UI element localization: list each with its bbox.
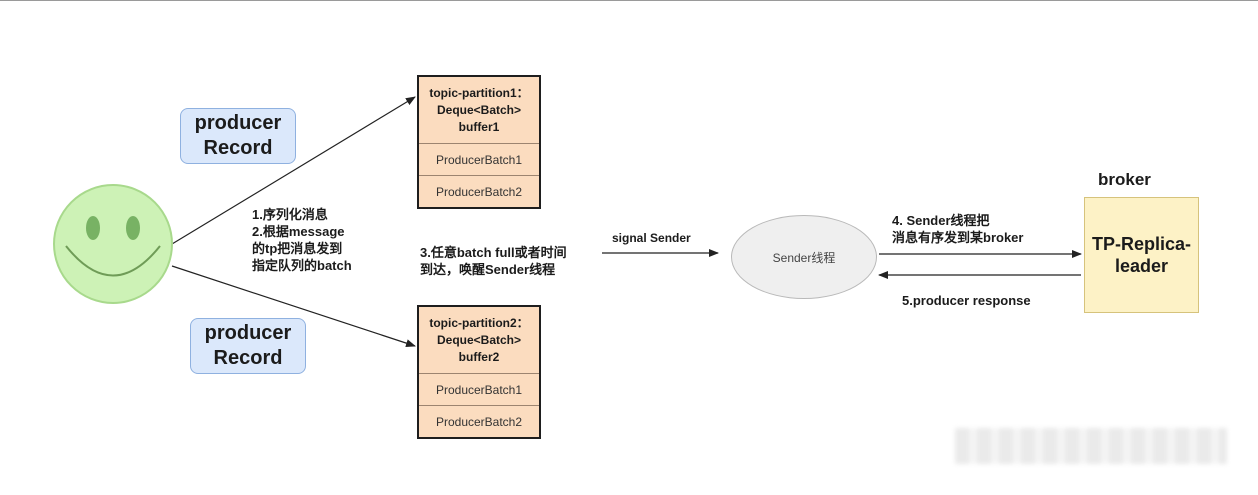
partition-deque: Deque<Batch>: [436, 102, 522, 117]
tp-replica-leader-box: TP-Replica- leader: [1084, 197, 1199, 313]
partition-buffer: buffer2: [458, 349, 500, 364]
sender-thread-node: Sender线程: [731, 215, 877, 299]
topic-partition1-box: topic-partition1： Deque<Batch> buffer1 P…: [417, 75, 541, 209]
step1-line: 2.根据message: [252, 224, 345, 239]
broker-line1: TP-Replica-: [1092, 233, 1191, 255]
producer-batch-row: ProducerBatch1: [435, 382, 523, 397]
record-label-line2: Record: [203, 137, 273, 159]
partition-title: topic-partition2：: [429, 315, 529, 330]
step5-label: 5.producer response: [902, 293, 1031, 308]
sender-thread-label: Sender线程: [772, 250, 836, 265]
producer-batch-row: ProducerBatch1: [435, 152, 523, 167]
record-label-line1: producer: [194, 112, 282, 134]
producer-smiley-icon: [53, 184, 173, 304]
step3-label: 3.任意batch full或者时间 到达，唤醒Sender线程: [420, 244, 567, 278]
producer-record-top: producer Record: [180, 108, 296, 164]
step4-label: 4. Sender线程把 消息有序发到某broker: [892, 212, 1023, 246]
replica-text: Replica-: [1120, 234, 1192, 254]
record-label-line1: producer: [204, 322, 292, 344]
arrow-to-partition1: [171, 96, 416, 245]
step4-line: 4. Sender线程把: [892, 213, 990, 228]
step4-line: 消息有序发到某broker: [892, 230, 1024, 245]
arrow-to-partition2: [171, 265, 416, 347]
broker-title: broker: [1098, 170, 1151, 189]
tp-prefix: TP-: [1091, 234, 1121, 254]
producer-record-bottom: producer Record: [190, 318, 306, 374]
step1-label: 1.序列化消息 2.根据message 的tp把消息发到 指定队列的batch: [252, 206, 352, 274]
producer-batch-row: ProducerBatch2: [419, 405, 539, 437]
step1-line: 1.序列化消息: [252, 207, 328, 222]
top-border: [0, 0, 1258, 1]
partition-buffer: buffer1: [458, 119, 500, 134]
producer-batch-row: ProducerBatch2: [419, 175, 539, 207]
signal-sender-label: signal Sender: [612, 231, 691, 245]
partition-header: topic-partition2： Deque<Batch> buffer2: [419, 307, 539, 374]
partition-deque: Deque<Batch>: [436, 332, 522, 347]
step3-line: 3.任意batch full或者时间: [420, 245, 567, 260]
blurred-watermark: [955, 428, 1227, 464]
broker-line2: leader: [1114, 256, 1169, 276]
step3-line: 到达，唤醒Sender线程: [420, 262, 556, 277]
topic-partition2-box: topic-partition2： Deque<Batch> buffer2 P…: [417, 305, 541, 439]
partition-header: topic-partition1： Deque<Batch> buffer1: [419, 77, 539, 144]
partition-title: topic-partition1：: [429, 85, 529, 100]
record-label-line2: Record: [213, 347, 283, 369]
step1-line: 指定队列的batch: [252, 258, 352, 273]
step1-line: 的tp把消息发到: [252, 241, 343, 256]
